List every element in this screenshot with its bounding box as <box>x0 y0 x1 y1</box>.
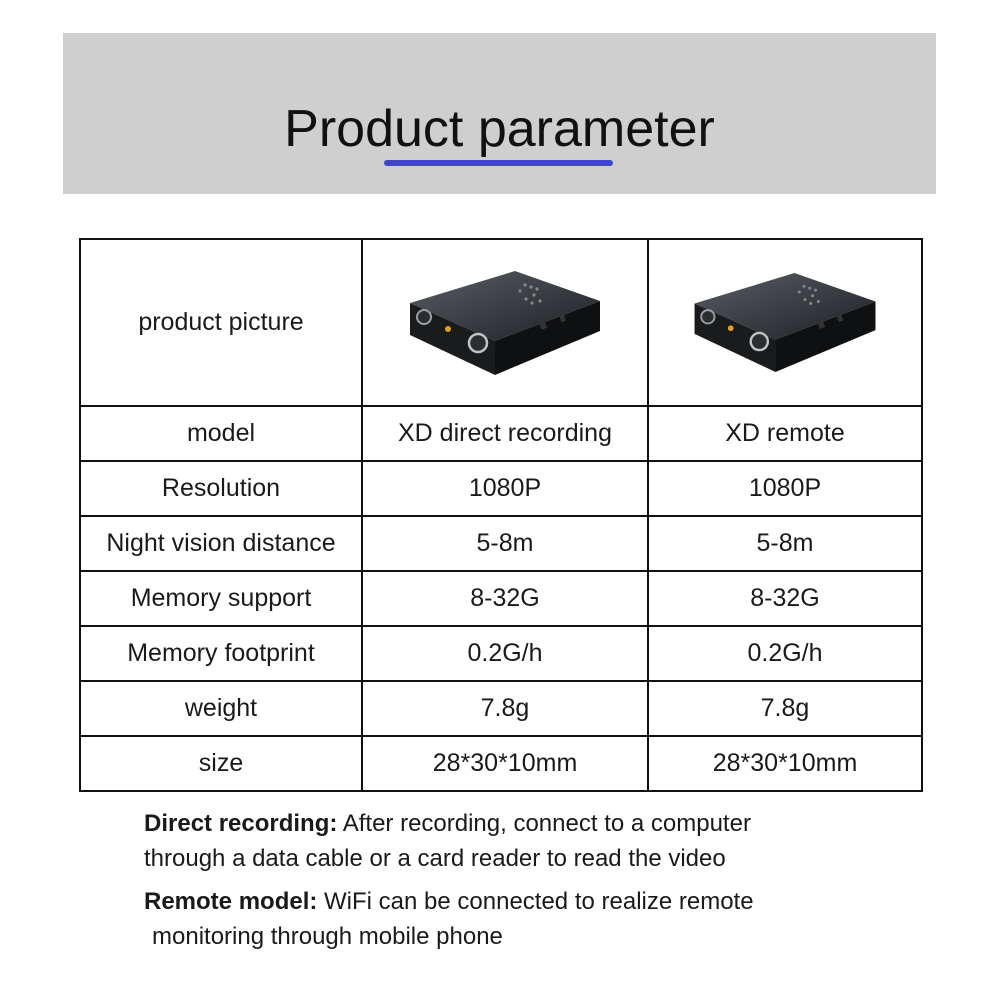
row-label: weight <box>79 680 363 737</box>
table-row: Memory support 8-32G 8-32G <box>79 570 923 627</box>
note-text: through a data cable or a card reader to… <box>144 845 726 872</box>
cell-remote: 28*30*10mm <box>647 735 923 792</box>
row-label: model <box>79 405 363 462</box>
camera-icon <box>410 270 600 375</box>
row-label: Memory footprint <box>79 625 363 682</box>
title-underline <box>384 160 613 166</box>
page-title: Product parameter <box>284 100 715 158</box>
cell-direct: 5-8m <box>361 515 649 572</box>
note-title: Direct recording: <box>144 810 338 837</box>
notes-section: Direct recording: After recording, conne… <box>144 806 944 962</box>
table-row-picture: product picture <box>79 238 923 407</box>
cell-remote: 7.8g <box>647 680 923 737</box>
table-row: model XD direct recording XD remote <box>79 405 923 462</box>
cell-direct: 0.2G/h <box>361 625 649 682</box>
cell-remote: 1080P <box>647 460 923 517</box>
row-label: Memory support <box>79 570 363 627</box>
note-text: monitoring through mobile phone <box>152 923 503 950</box>
cell-direct: 28*30*10mm <box>361 735 649 792</box>
table-row: Night vision distance 5-8m 5-8m <box>79 515 923 572</box>
note-remote-model: Remote model: WiFi can be connected to r… <box>144 884 944 954</box>
row-label: size <box>79 735 363 792</box>
note-text: WiFi can be connected to realize remote <box>317 888 754 915</box>
product-image-direct <box>361 238 649 407</box>
row-label: Night vision distance <box>79 515 363 572</box>
table-row: Resolution 1080P 1080P <box>79 460 923 517</box>
cell-direct: 7.8g <box>361 680 649 737</box>
note-direct-recording: Direct recording: After recording, conne… <box>144 806 944 876</box>
table-row: Memory footprint 0.2G/h 0.2G/h <box>79 625 923 682</box>
cell-remote: XD remote <box>647 405 923 462</box>
table-row: weight 7.8g 7.8g <box>79 680 923 737</box>
cell-direct: 8-32G <box>361 570 649 627</box>
cell-direct: XD direct recording <box>361 405 649 462</box>
spec-table: product picture <box>79 238 923 792</box>
cell-direct: 1080P <box>361 460 649 517</box>
cell-remote: 8-32G <box>647 570 923 627</box>
row-label: Resolution <box>79 460 363 517</box>
cell-remote: 5-8m <box>647 515 923 572</box>
camera-icon <box>694 272 876 373</box>
note-text: After recording, connect to a computer <box>337 810 751 837</box>
cell-remote: 0.2G/h <box>647 625 923 682</box>
table-row: size 28*30*10mm 28*30*10mm <box>79 735 923 792</box>
product-image-remote <box>647 238 923 407</box>
header-banner: Product parameter <box>63 33 936 194</box>
note-title: Remote model: <box>144 888 318 915</box>
picture-label: product picture <box>79 238 363 407</box>
